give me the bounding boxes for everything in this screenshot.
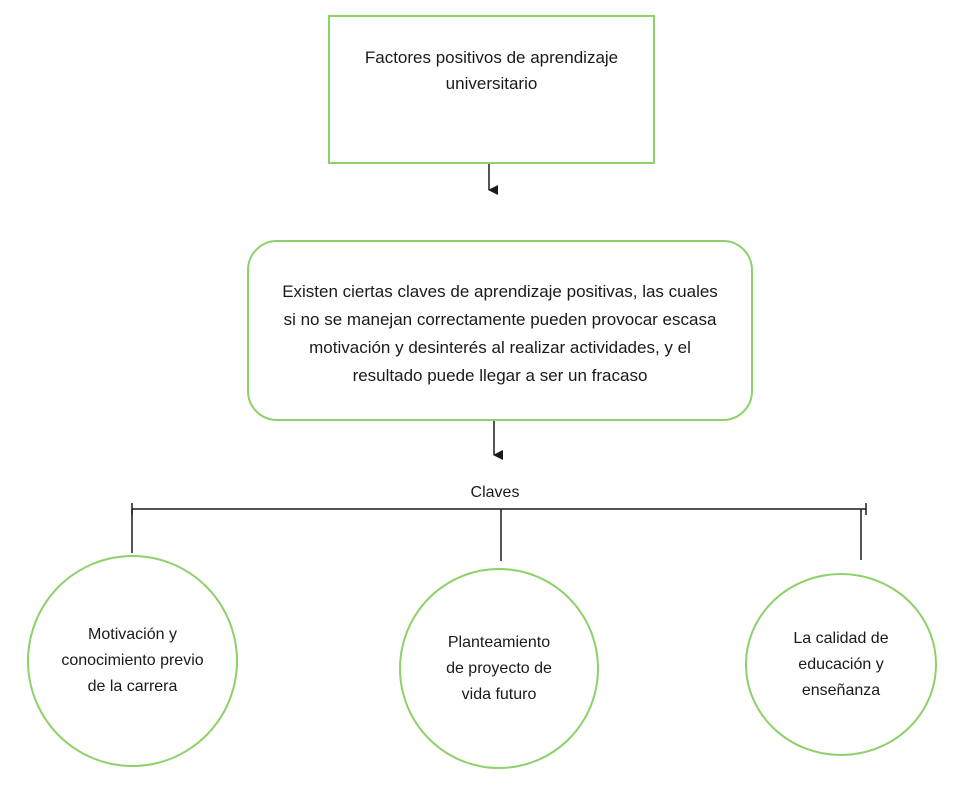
leaf-node-education-quality: La calidad de educación y enseñanza [745,573,937,756]
top-node-box: Factores positivos de aprendizaje univer… [328,15,655,164]
middle-node-box: Existen ciertas claves de aprendizaje po… [247,240,753,421]
leaf-node-text: Motivación y conocimiento previo de la c… [61,626,204,695]
middle-node-text: Existen ciertas claves de aprendizaje po… [282,281,718,385]
leaf-node-motivation: Motivación y conocimiento previo de la c… [27,555,238,767]
leaf-node-text: Planteamiento de proyecto de vida futuro [446,633,552,703]
branch-label: Claves [470,484,520,501]
leaf-node-text: La calidad de educación y enseñanza [793,629,889,699]
top-node-text: Factores positivos de aprendizaje univer… [364,47,619,93]
leaf-node-life-project: Planteamiento de proyecto de vida futuro [399,568,599,769]
